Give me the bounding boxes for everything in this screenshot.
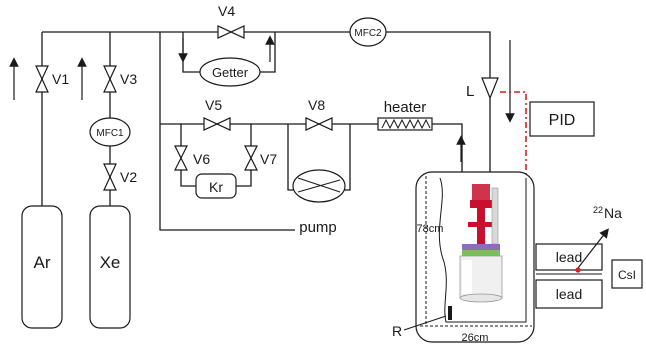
v5-label: V5 bbox=[205, 97, 222, 113]
heater-label: heater bbox=[384, 99, 427, 116]
source-element-label: Na bbox=[604, 205, 622, 221]
v3-label: V3 bbox=[120, 71, 137, 87]
l-label: L bbox=[466, 83, 474, 100]
cryostat-inner-wall bbox=[438, 177, 527, 323]
valve-v8-icon[interactable] bbox=[305, 117, 333, 131]
v1-label: V1 bbox=[52, 71, 69, 87]
mfc1-label: MFC1 bbox=[96, 128, 124, 139]
level-sensor-l-icon[interactable] bbox=[481, 77, 499, 100]
source-mass-label: 22 bbox=[593, 205, 603, 215]
lead-bottom-label: lead bbox=[556, 286, 582, 302]
lead-block-bottom bbox=[535, 279, 603, 309]
mfc1-icon[interactable] bbox=[89, 117, 131, 147]
ar-label: Ar bbox=[34, 253, 51, 272]
valve-v3-icon[interactable] bbox=[103, 65, 117, 93]
v8-label: V8 bbox=[308, 97, 325, 113]
return-line bbox=[159, 32, 295, 231]
xe-cylinder[interactable] bbox=[89, 205, 131, 329]
labels: V4 V1 V3 V2 V5 V6 V7 V8 MFC1 MFC2 Getter… bbox=[34, 3, 637, 344]
csi-detector bbox=[611, 259, 643, 289]
valve-v4-icon[interactable] bbox=[217, 25, 245, 39]
mfc2-icon[interactable] bbox=[349, 17, 387, 47]
pid-label: PID bbox=[549, 112, 576, 129]
v7-label: V7 bbox=[260, 151, 277, 167]
heater-outlet-pipe bbox=[432, 123, 463, 172]
kr-label: Kr bbox=[209, 179, 223, 195]
source-arrow bbox=[577, 228, 609, 269]
kr-bottle-icon[interactable] bbox=[195, 173, 237, 199]
valve-v7-icon[interactable] bbox=[244, 145, 258, 171]
pid-box[interactable] bbox=[529, 101, 595, 137]
width-label: 26cm bbox=[462, 332, 489, 344]
r-pointer-line bbox=[403, 315, 447, 331]
lead-top-label: lead bbox=[556, 249, 582, 265]
valve-v1-icon[interactable] bbox=[35, 65, 49, 93]
mfc2-outlet-pipe bbox=[385, 31, 491, 78]
r-marker bbox=[448, 306, 452, 320]
pump-label: pump bbox=[299, 219, 337, 236]
valve-v2-icon[interactable] bbox=[103, 163, 117, 191]
pump-icon[interactable] bbox=[292, 169, 346, 203]
v2-label: V2 bbox=[120, 169, 137, 185]
piping bbox=[41, 31, 491, 231]
valve-v6-icon[interactable] bbox=[174, 145, 188, 171]
csi-label: CsI bbox=[618, 268, 636, 282]
getter-in-pipe bbox=[182, 32, 200, 73]
r-label: R bbox=[392, 323, 402, 339]
heater-icon[interactable] bbox=[377, 117, 433, 131]
v6-label: V6 bbox=[193, 151, 210, 167]
mfc2-label: MFC2 bbox=[354, 28, 382, 39]
na22-source-dot bbox=[575, 267, 581, 273]
valve-v5-icon[interactable] bbox=[203, 117, 231, 131]
ar-cylinder[interactable] bbox=[21, 205, 63, 329]
valves bbox=[35, 25, 333, 191]
height-label: 78cm bbox=[417, 223, 444, 235]
getter-label: Getter bbox=[212, 65, 249, 80]
tpc-assembly[interactable] bbox=[459, 184, 503, 303]
v4-label: V4 bbox=[218, 3, 235, 19]
xe-label: Xe bbox=[100, 253, 121, 272]
getter-icon[interactable] bbox=[199, 57, 261, 87]
lead-block-top bbox=[535, 243, 603, 271]
getter-out-pipe bbox=[260, 32, 276, 73]
